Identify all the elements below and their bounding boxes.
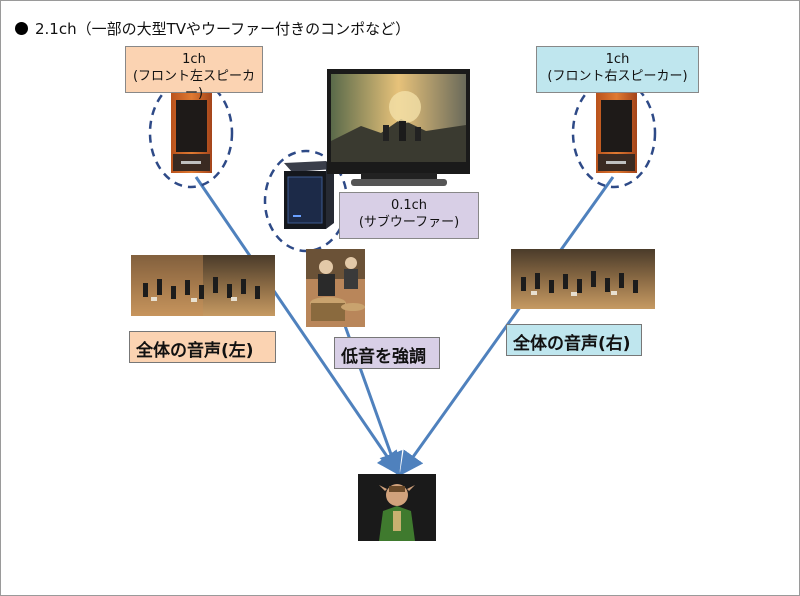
right-speaker-image bbox=[596, 93, 637, 173]
subwoofer-label: 0.1ch (サブウーファー) bbox=[339, 192, 479, 239]
left-speaker-image bbox=[171, 93, 212, 173]
tag-overall-left: 全体の音声(左) bbox=[129, 331, 276, 363]
subwoofer-image bbox=[284, 161, 334, 229]
diagram-heading: 2.1ch（一部の大型TVやウーファー付きのコンポなど） bbox=[15, 18, 410, 39]
bullet-icon bbox=[15, 22, 28, 35]
front-right-channel: 1ch bbox=[605, 52, 630, 67]
tag-bass-boost: 低音を強調 bbox=[334, 337, 440, 369]
front-left-label: 1ch (フロント左スピーカー) bbox=[125, 46, 263, 101]
subwoofer-channel: 0.1ch bbox=[390, 198, 428, 213]
front-left-desc: (フロント左スピーカー) bbox=[132, 69, 256, 101]
heading-text: 2.1ch（一部の大型TVやウーファー付きのコンポなど） bbox=[35, 20, 411, 38]
front-right-label: 1ch (フロント右スピーカー) bbox=[536, 46, 699, 93]
timpani-image bbox=[306, 249, 365, 327]
front-right-desc: (フロント右スピーカー) bbox=[547, 69, 688, 84]
orchestra-right-image bbox=[511, 249, 655, 309]
television-image bbox=[327, 69, 470, 186]
subwoofer-desc: (サブウーファー) bbox=[358, 215, 460, 230]
listener-image bbox=[358, 474, 436, 541]
orchestra-left-image bbox=[131, 255, 275, 316]
arrow-left bbox=[194, 176, 401, 476]
front-left-channel: 1ch bbox=[182, 52, 206, 67]
tag-overall-right: 全体の音声(右) bbox=[506, 324, 642, 356]
